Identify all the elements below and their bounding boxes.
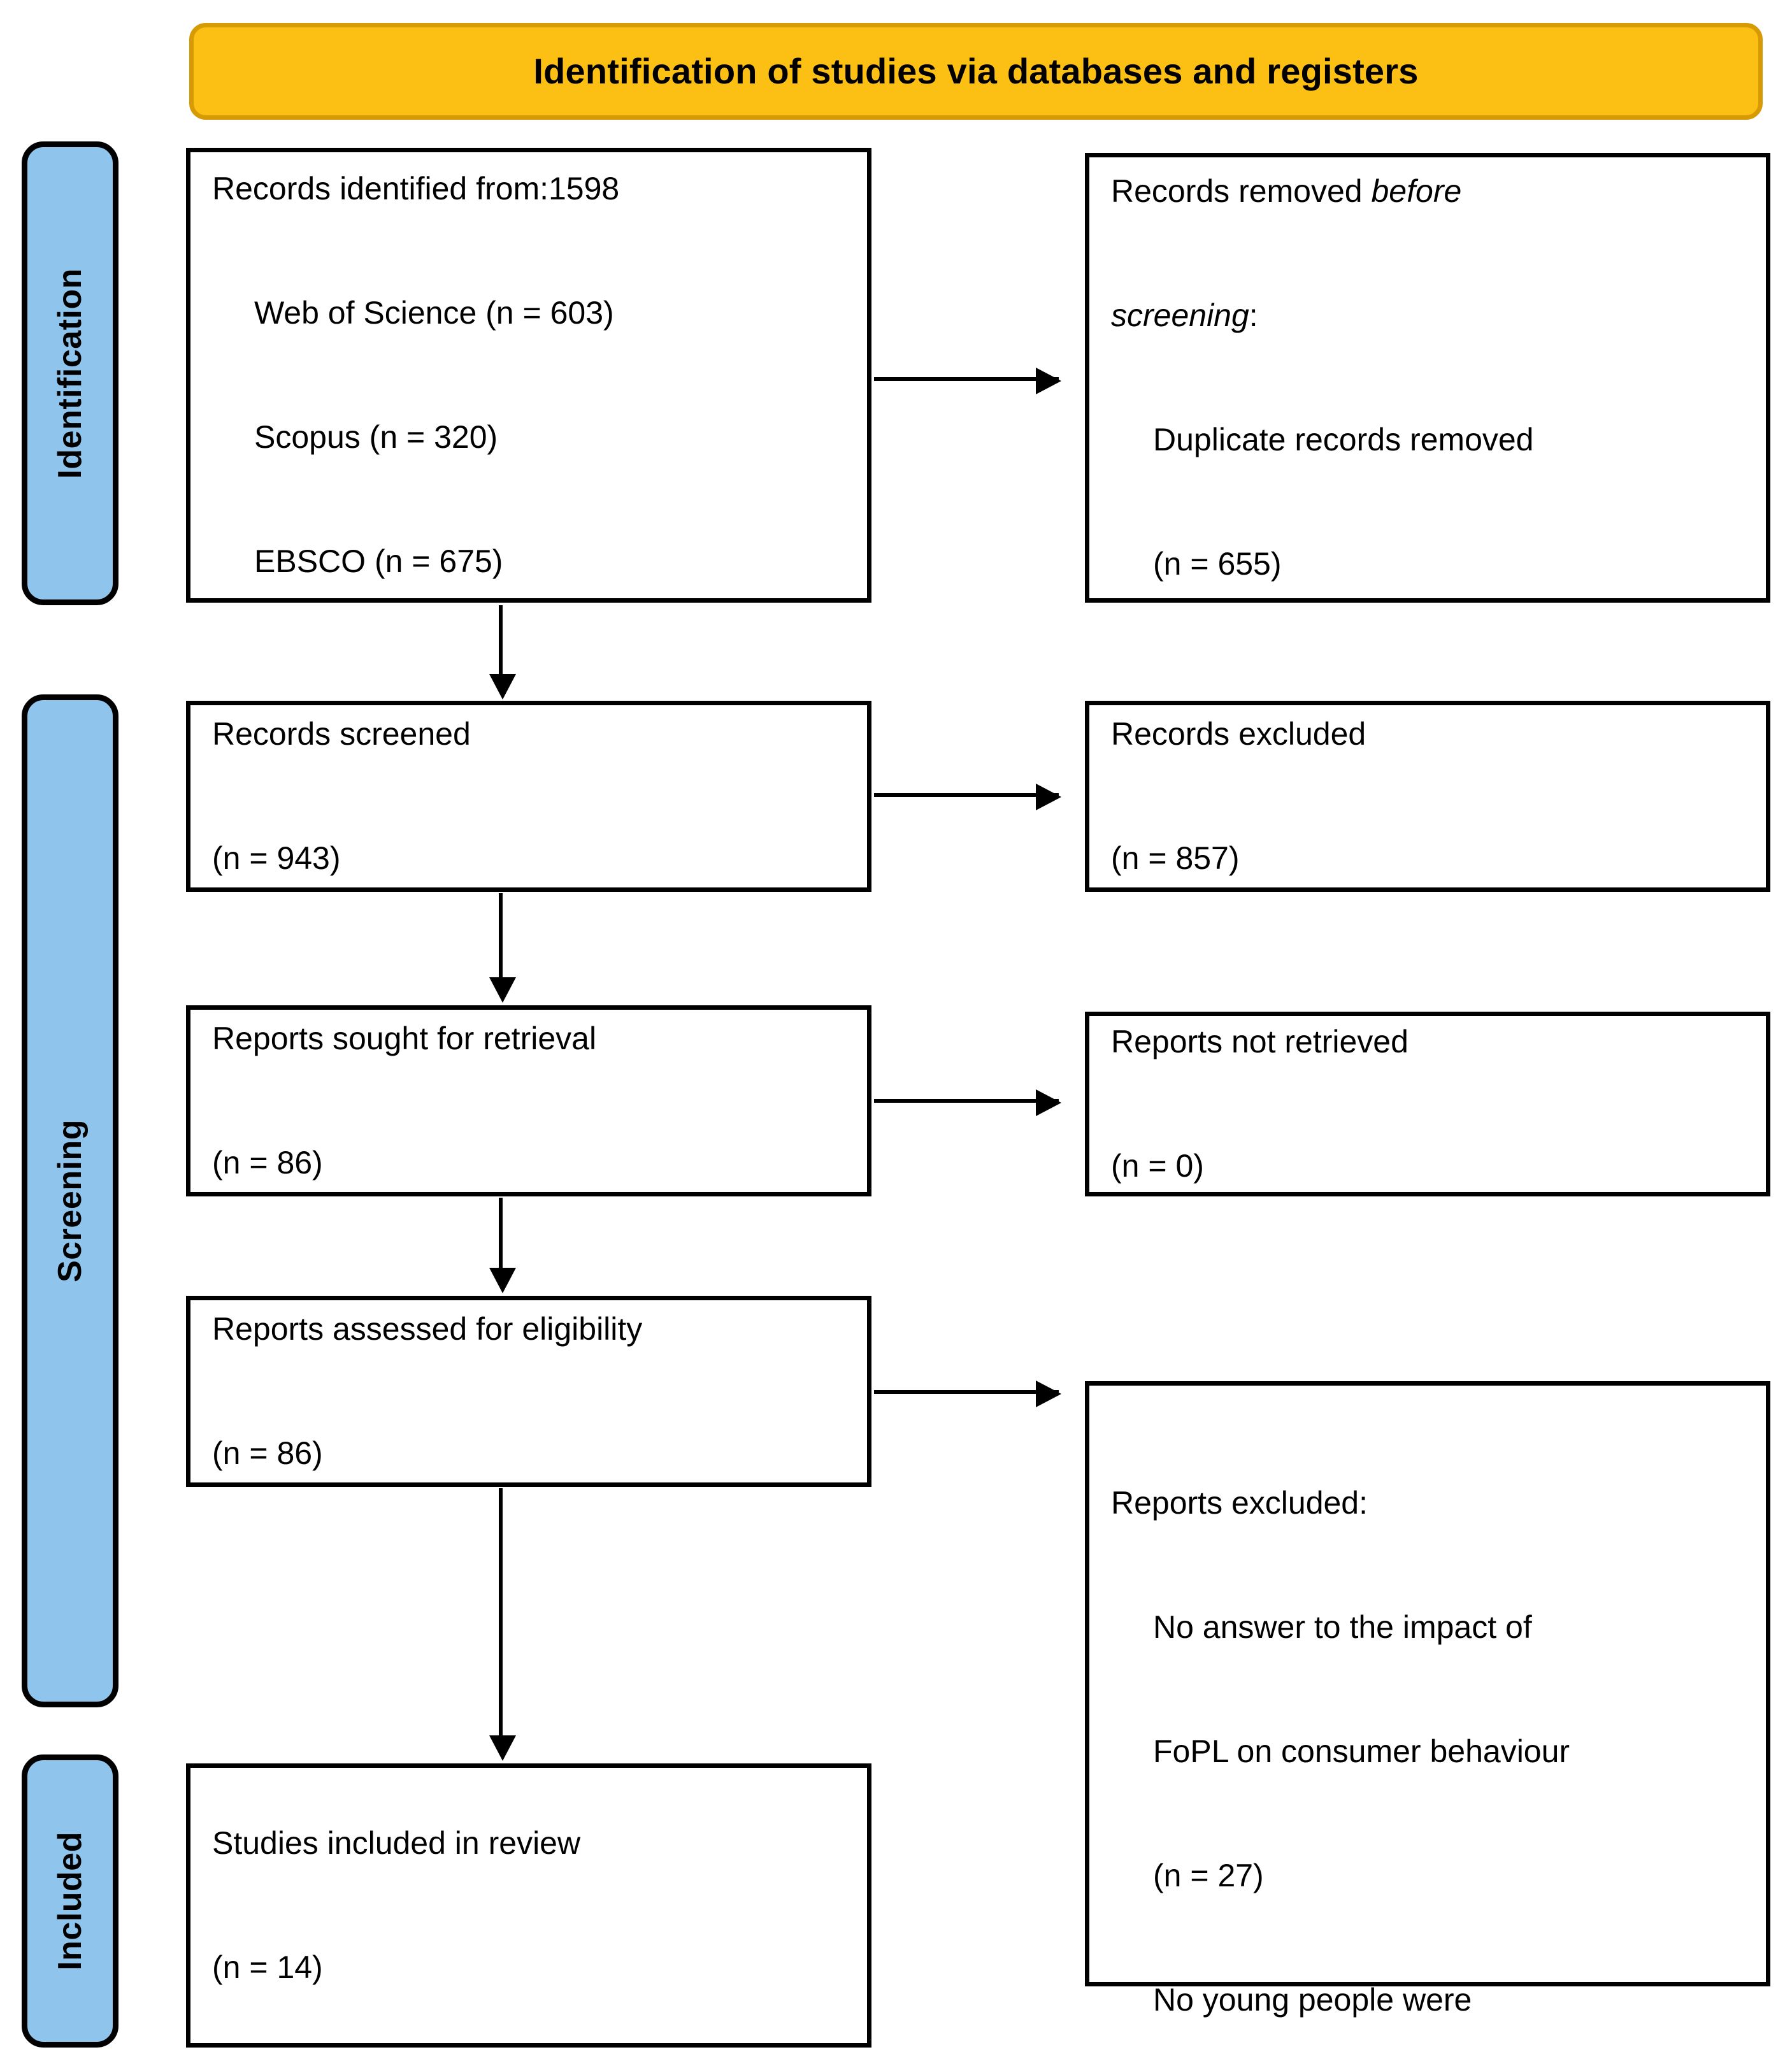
box-studies-included-text: Studies included in review (n = 14) [212, 1740, 854, 2052]
box-reports-not-retrieved: Reports not retrieved (n = 0) [1085, 1012, 1770, 1196]
stage-label-included-text: Included [52, 1832, 89, 1970]
reports-excluded-heading: Reports excluded: [1111, 1485, 1368, 1521]
records-removed-heading-italic-screening: screening [1111, 298, 1249, 333]
box-reports-assessed-for-eligibility: Reports assessed for eligibility (n = 86… [186, 1296, 871, 1487]
arrow-screened-to-records-excluded-icon [874, 784, 1061, 810]
box-reports-excluded: Reports excluded: No answer to the impac… [1085, 1381, 1770, 2018]
arrow-sought-to-not-retrieved-icon [874, 1089, 1061, 1116]
reports-assessed-count: (n = 86) [212, 1435, 323, 1471]
banner-title: Identification of studies via databases … [533, 51, 1419, 92]
records-identified-total: Records identified from:1598 [212, 171, 620, 206]
studies-included-count: (n = 14) [212, 1949, 323, 1985]
reports-sought-label: Reports sought for retrieval [212, 1021, 597, 1056]
arrow-sought-to-assessed-icon [489, 1198, 516, 1293]
arrow-assessed-to-reports-excluded-icon [874, 1381, 1061, 1407]
records-removed-heading-italic-before: before [1371, 173, 1462, 209]
box-records-screened: Records screened (n = 943) [186, 701, 871, 892]
reports-excluded-reason1-line2: FoPL on consumer behaviour [1153, 1733, 1570, 1769]
records-excluded-label: Records excluded [1111, 716, 1366, 752]
box-reports-not-retrieved-text: Reports not retrieved (n = 0) [1111, 938, 1753, 1270]
stage-label-identification-text: Identification [52, 268, 89, 479]
reports-excluded-reason2-line1: No young people were [1153, 1982, 1472, 2018]
reports-excluded-reason1-count: (n = 27) [1153, 1858, 1264, 1893]
stage-label-screening: Screening [22, 694, 118, 1707]
box-reports-sought-for-retrieval: Reports sought for retrieval (n = 86) [186, 1005, 871, 1196]
studies-included-label: Studies included in review [212, 1825, 581, 1861]
records-removed-heading-colon: : [1249, 298, 1258, 333]
stage-label-included: Included [22, 1754, 118, 2048]
diagram-header-banner: Identification of studies via databases … [189, 23, 1763, 120]
stage-label-screening-text: Screening [52, 1119, 89, 1282]
stage-label-identification: Identification [22, 141, 118, 605]
box-reports-sought-text: Reports sought for retrieval (n = 86) [212, 935, 854, 1266]
reports-assessed-label: Reports assessed for eligibility [212, 1311, 643, 1347]
records-screened-count: (n = 943) [212, 840, 341, 876]
box-records-removed-text: Records removed before screening: Duplic… [1111, 88, 1753, 668]
duplicate-records-removed-label: Duplicate records removed [1153, 422, 1534, 457]
box-records-excluded-text: Records excluded (n = 857) [1111, 631, 1753, 962]
reports-excluded-reason1-line1: No answer to the impact of [1153, 1609, 1532, 1645]
records-removed-heading-line2: screening: [1111, 295, 1753, 336]
arrow-identified-to-removed-icon [874, 368, 1061, 394]
records-identified-web-of-science: Web of Science (n = 603) [254, 295, 614, 331]
arrow-assessed-to-included-icon [489, 1488, 516, 1761]
records-identified-scopus: Scopus (n = 320) [254, 419, 498, 455]
box-records-identified-text: Records identified from:1598 Web of Scie… [212, 85, 854, 665]
records-removed-heading-line1: Records removed before [1111, 171, 1753, 212]
box-studies-included-in-review: Studies included in review (n = 14) [186, 1763, 871, 2048]
box-records-screened-text: Records screened (n = 943) [212, 631, 854, 962]
box-reports-assessed-text: Reports assessed for eligibility (n = 86… [212, 1226, 854, 1557]
reports-sought-count: (n = 86) [212, 1145, 323, 1180]
box-records-excluded: Records excluded (n = 857) [1085, 701, 1770, 892]
arrow-screened-to-sought-icon [489, 893, 516, 1003]
box-records-removed-before-screening: Records removed before screening: Duplic… [1085, 153, 1770, 603]
box-records-identified: Records identified from:1598 Web of Scie… [186, 148, 871, 603]
duplicate-records-removed-count: (n = 655) [1153, 546, 1282, 582]
arrow-identified-to-screened-icon [489, 605, 516, 700]
reports-not-retrieved-count: (n = 0) [1111, 1148, 1204, 1184]
records-excluded-count: (n = 857) [1111, 840, 1240, 876]
records-identified-ebsco: EBSCO (n = 675) [254, 543, 503, 579]
records-removed-heading-prefix: Records removed [1111, 173, 1372, 209]
records-screened-label: Records screened [212, 716, 471, 752]
reports-not-retrieved-label: Reports not retrieved [1111, 1024, 1409, 1059]
box-reports-excluded-text: Reports excluded: No answer to the impac… [1111, 1400, 1753, 2052]
